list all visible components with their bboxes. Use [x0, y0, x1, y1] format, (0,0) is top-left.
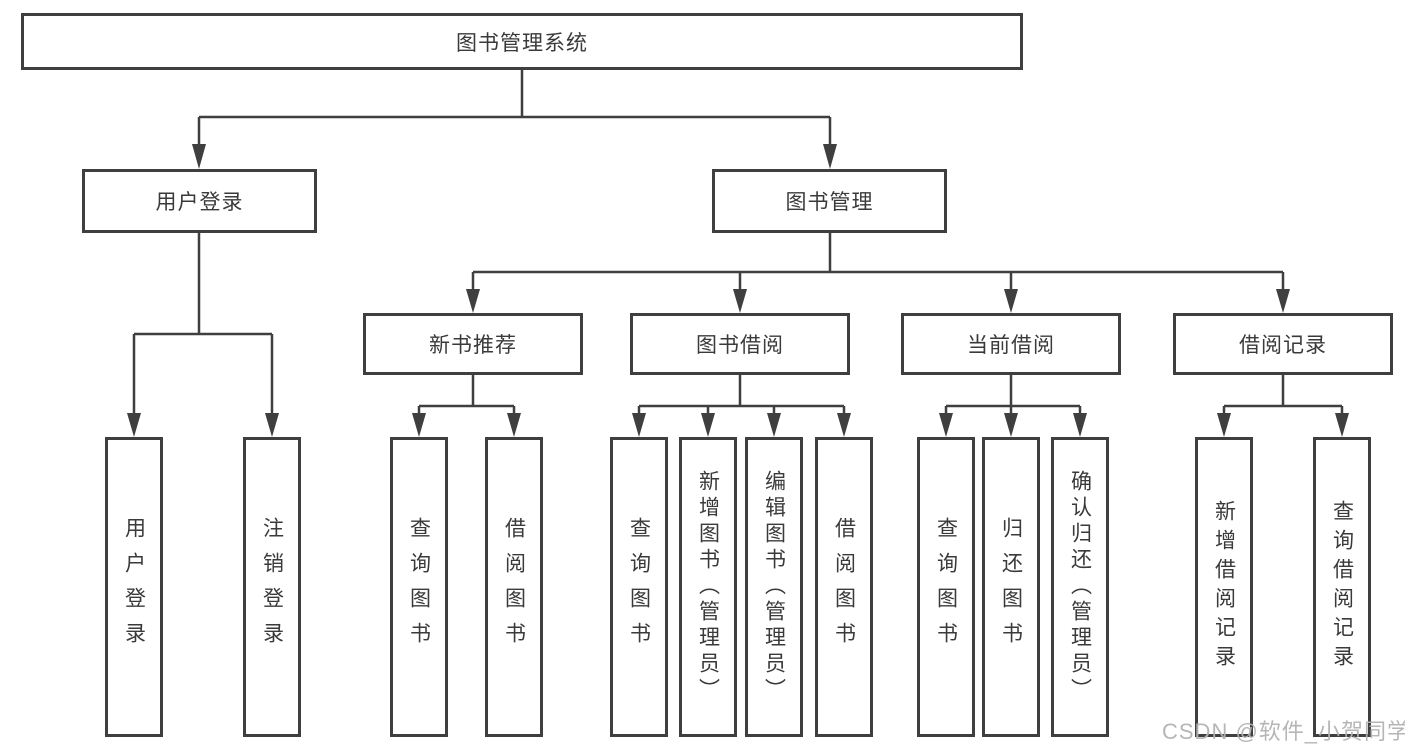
node-book-management: 图书管理: [712, 169, 947, 233]
leaf-recommend-borrow-book-label: 借阅图书: [502, 517, 526, 657]
leaf-user-login: 用户登录: [105, 437, 163, 737]
leaf-logout-label: 注销登录: [260, 517, 284, 657]
leaf-borrowing-query-book: 查询图书: [610, 437, 668, 737]
leaf-return-book: 归还图书: [982, 437, 1040, 737]
arrowheads: [127, 144, 1349, 437]
leaf-return-book-label: 归还图书: [999, 517, 1023, 657]
node-current-borrowing-label: 当前借阅: [967, 334, 1055, 357]
leaf-borrowing-borrow-book-label: 借阅图书: [832, 517, 856, 657]
node-user-login: 用户登录: [82, 169, 317, 233]
node-root-label: 图书管理系统: [456, 31, 588, 55]
node-book-borrowing-label: 图书借阅: [696, 334, 784, 357]
leaf-recommend-query-book: 查询图书: [390, 437, 448, 737]
leaf-confirm-return-admin-label: 确认归还（管理员）: [1068, 470, 1092, 704]
leaf-current-query-book: 查询图书: [917, 437, 975, 737]
leaf-borrowing-query-book-label: 查询图书: [627, 517, 651, 657]
leaf-add-borrow-record: 新增借阅记录: [1195, 437, 1253, 737]
leaf-add-borrow-record-label: 新增借阅记录: [1212, 500, 1236, 674]
node-root: 图书管理系统: [21, 13, 1023, 70]
leaf-add-book-admin-label: 新增图书（管理员）: [696, 470, 720, 704]
leaf-add-book-admin: 新增图书（管理员）: [679, 437, 737, 737]
leaf-edit-book-admin: 编辑图书（管理员）: [745, 437, 803, 737]
leaf-recommend-borrow-book: 借阅图书: [485, 437, 543, 737]
leaf-current-query-book-label: 查询图书: [934, 517, 958, 657]
node-new-book-recommend: 新书推荐: [363, 313, 583, 375]
node-user-login-label: 用户登录: [155, 191, 244, 214]
leaf-confirm-return-admin: 确认归还（管理员）: [1051, 437, 1109, 737]
csdn-watermark: CSDN @软件_小贺同学: [1162, 719, 1405, 744]
leaf-query-borrow-record-label: 查询借阅记录: [1330, 500, 1354, 674]
node-new-book-recommend-label: 新书推荐: [429, 334, 517, 357]
node-book-management-label: 图书管理: [785, 191, 874, 214]
node-book-borrowing: 图书借阅: [630, 313, 850, 375]
leaf-user-login-label: 用户登录: [122, 517, 146, 657]
node-borrowing-records: 借阅记录: [1173, 313, 1393, 375]
leaf-borrowing-borrow-book: 借阅图书: [815, 437, 873, 737]
node-borrowing-records-label: 借阅记录: [1239, 334, 1327, 357]
leaf-edit-book-admin-label: 编辑图书（管理员）: [762, 470, 786, 704]
leaf-logout: 注销登录: [243, 437, 301, 737]
leaf-recommend-query-book-label: 查询图书: [407, 517, 431, 657]
node-current-borrowing: 当前借阅: [901, 313, 1121, 375]
leaf-query-borrow-record: 查询借阅记录: [1313, 437, 1371, 737]
